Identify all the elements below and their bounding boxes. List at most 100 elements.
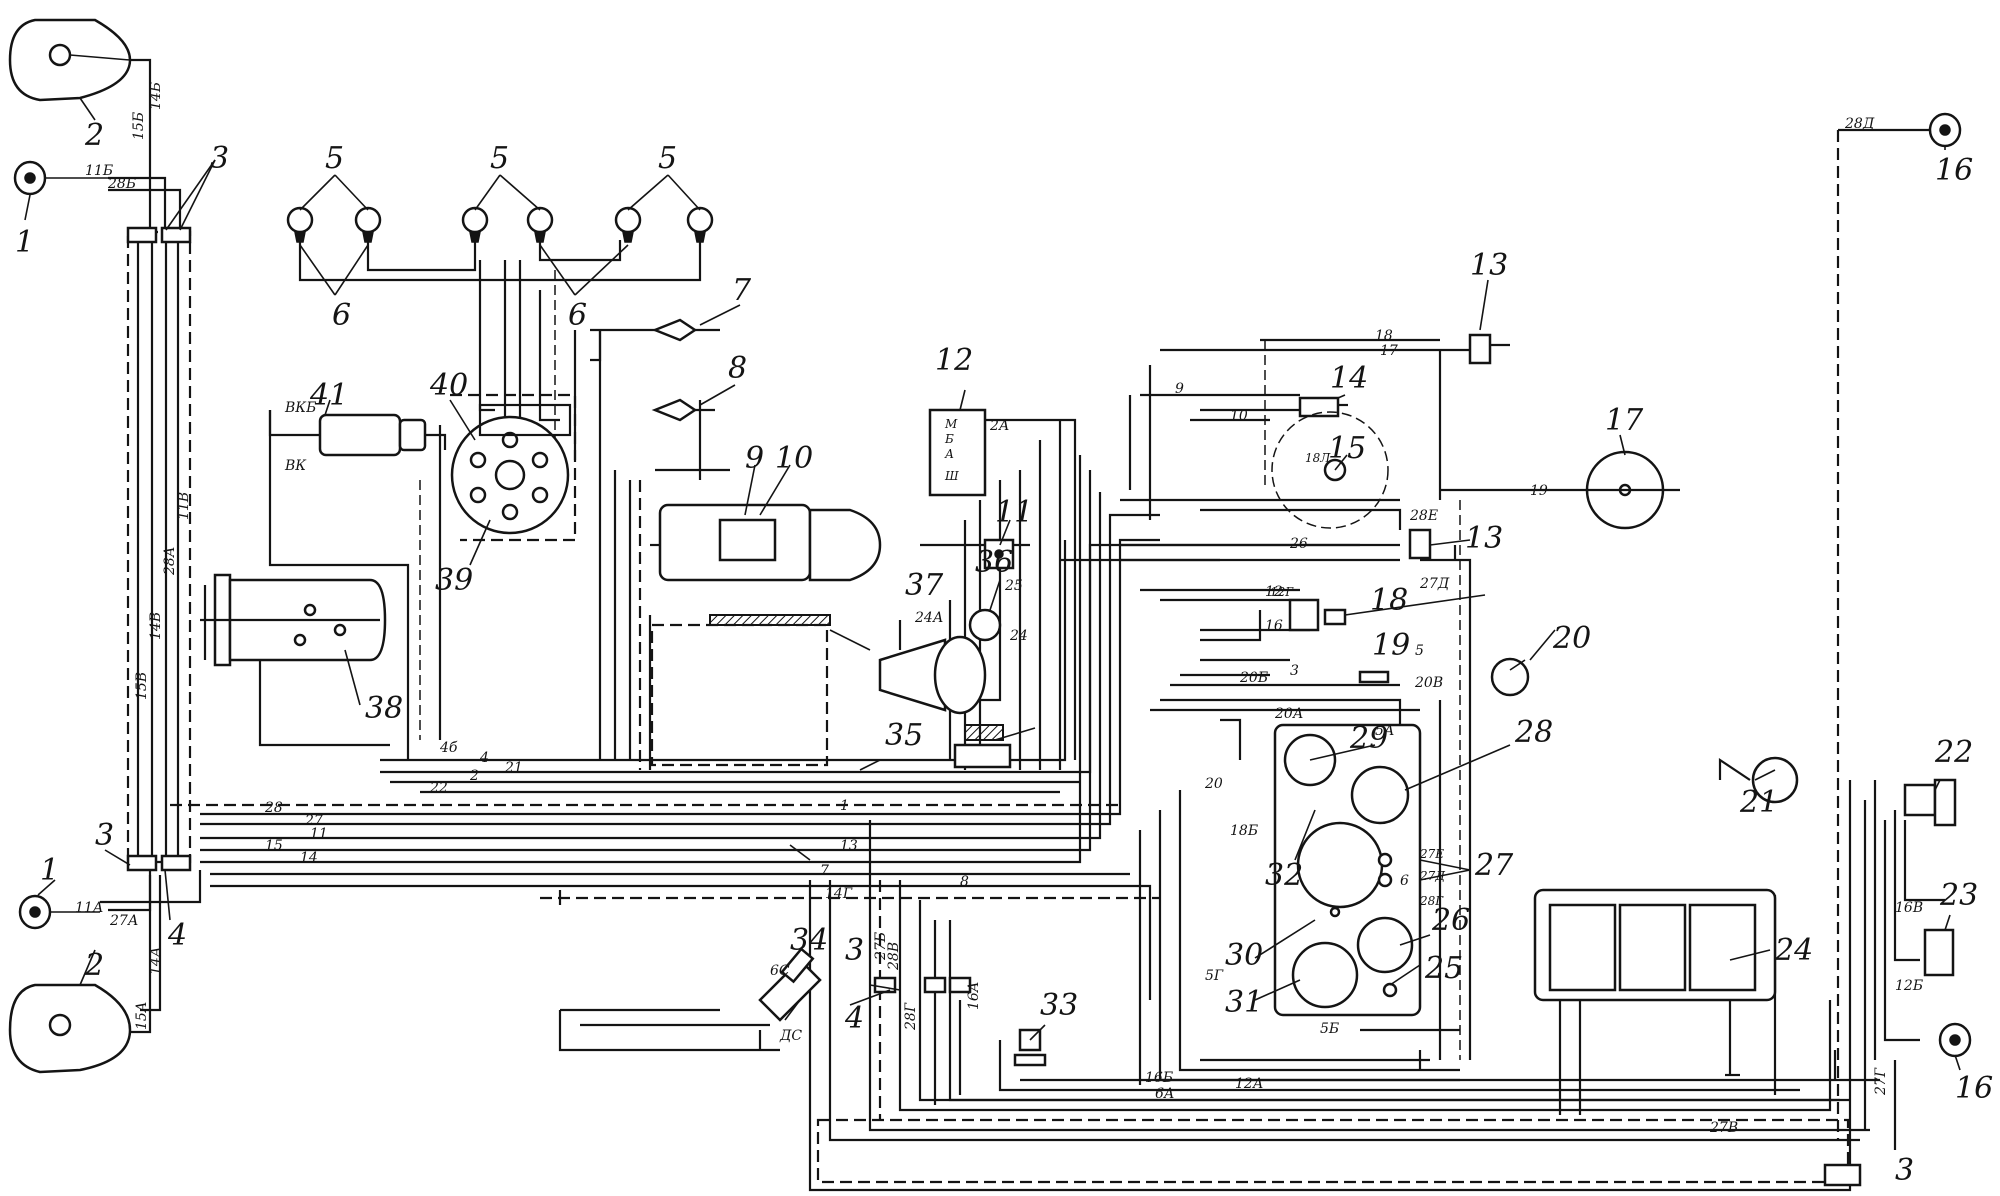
wire-label: 27В — [1709, 1120, 1738, 1136]
label-6-b: 6 — [568, 298, 587, 333]
wire-label: 16 — [1265, 618, 1283, 634]
label-4-mid: 4 — [844, 1001, 864, 1036]
spark-plug-icon — [614, 206, 642, 243]
temperature-sensor-7 — [651, 318, 720, 342]
label-38: 38 — [365, 691, 403, 726]
lamp-20 — [1490, 657, 1530, 697]
wire-label: 20В — [1414, 675, 1443, 691]
spark-plug-icon — [461, 206, 489, 243]
junction-block-left-bottom — [126, 854, 192, 872]
battery — [1533, 888, 1777, 1077]
label-40: 40 — [429, 368, 468, 403]
wire-label: 14В — [148, 612, 164, 640]
label-23: 23 — [1939, 878, 1978, 913]
junction-block-left-top — [126, 226, 192, 244]
wire-label: 26 — [1289, 536, 1308, 552]
oil-sensor-8 — [651, 398, 715, 422]
label-35: 35 — [885, 718, 923, 753]
wire-label: 12 — [1265, 584, 1283, 600]
wire-label: 14 — [300, 850, 318, 866]
left-harness — [100, 58, 202, 1034]
label-13-top: 13 — [1470, 248, 1508, 283]
wire-label: 28Г — [1419, 894, 1444, 908]
plate-lamp-23 — [1923, 928, 1955, 977]
wire-label: 6С — [770, 963, 790, 979]
sidelight-top — [13, 160, 108, 196]
wire-label: 16А — [966, 982, 982, 1010]
label-21: 21 — [1739, 785, 1778, 820]
wire-label: 5Г — [1205, 968, 1224, 984]
wire-label: 15Б — [131, 112, 147, 140]
horn — [878, 620, 987, 715]
indicator-lamp-36 — [968, 608, 1002, 642]
wire-label: 11В — [176, 492, 192, 520]
ignition-wiring — [258, 240, 702, 760]
label-25: 25 — [1424, 951, 1463, 986]
wire-label: Б — [944, 432, 954, 446]
wire-label: 1 — [840, 798, 849, 814]
wire-label: ВКБ — [284, 400, 316, 416]
wire-label: 11 — [310, 826, 328, 842]
label-6-a: 6 — [332, 298, 351, 333]
wire-label: 4 — [479, 750, 489, 766]
junction-block-bottom-right — [1823, 1163, 1862, 1187]
label-24: 24 — [1774, 933, 1813, 968]
label-12: 12 — [935, 343, 973, 378]
wire-label: 25 — [1004, 578, 1023, 594]
wire-label: 16В — [1895, 900, 1923, 916]
label-5-b: 5 — [490, 141, 509, 176]
label-10: 10 — [775, 441, 813, 476]
wire-label: Ш — [944, 469, 959, 483]
wire-label: 8 — [960, 874, 969, 890]
wire-label: 4б — [439, 740, 458, 756]
wire-label: 12Б — [1895, 978, 1923, 994]
wire-label: 3 — [1290, 663, 1299, 679]
wire-label: ДС — [779, 1028, 802, 1044]
wire-label: 22 — [429, 780, 448, 796]
label-32: 32 — [1265, 858, 1303, 893]
label-16-top: 16 — [1935, 153, 1973, 188]
voltage-regulator — [928, 408, 987, 497]
light-switch-13-bottom — [1408, 528, 1432, 560]
headlight-top — [8, 18, 132, 102]
wire-label: 28Е — [1409, 508, 1438, 524]
wire-label: 27Д — [1419, 869, 1445, 883]
label-7: 7 — [732, 273, 752, 308]
label-33: 33 — [1040, 988, 1078, 1023]
wire-label: 27Е — [1419, 847, 1444, 861]
wire-label: 13 — [840, 838, 858, 854]
wire-label: 16Б — [1145, 1070, 1173, 1086]
label-28: 28 — [1514, 715, 1553, 750]
label-29: 29 — [1349, 721, 1388, 756]
label-2-bottom: 2 — [84, 948, 104, 983]
label-1-top: 1 — [15, 225, 34, 260]
wire-label: 17 — [1380, 343, 1398, 359]
label-41: 41 — [309, 378, 348, 413]
starter-button — [953, 724, 1012, 769]
wire-label: 9 — [1175, 381, 1184, 397]
wire-label: 20А — [1274, 706, 1303, 722]
horn-button — [1440, 450, 1680, 530]
wire-label: ВК — [284, 458, 307, 474]
brake-light-switch — [1013, 1028, 1047, 1067]
sensor-21 — [1718, 756, 1799, 804]
distributor — [450, 403, 572, 535]
headlight-bottom — [8, 983, 132, 1074]
panel-wiring — [1120, 338, 1472, 1085]
label-30: 30 — [1225, 938, 1263, 973]
label-3-right-bottom: 3 — [1895, 1153, 1914, 1188]
wire-label: 24А — [914, 610, 943, 626]
label-8: 8 — [728, 351, 747, 386]
label-13-bottom: 13 — [1465, 521, 1503, 556]
spark-plug-icon — [286, 206, 314, 243]
label-31: 31 — [1225, 985, 1263, 1020]
wire-label: 15 — [265, 838, 283, 854]
ignition-switch — [758, 947, 822, 1022]
switch-14 — [1298, 396, 1348, 418]
label-20: 20 — [1552, 621, 1591, 656]
wire-label: 27Г — [1873, 1067, 1889, 1096]
wire-label: 24 — [1009, 628, 1028, 644]
wire-label: 10 — [1230, 408, 1248, 424]
label-22: 22 — [1934, 735, 1973, 770]
label-15: 15 — [1328, 431, 1366, 466]
